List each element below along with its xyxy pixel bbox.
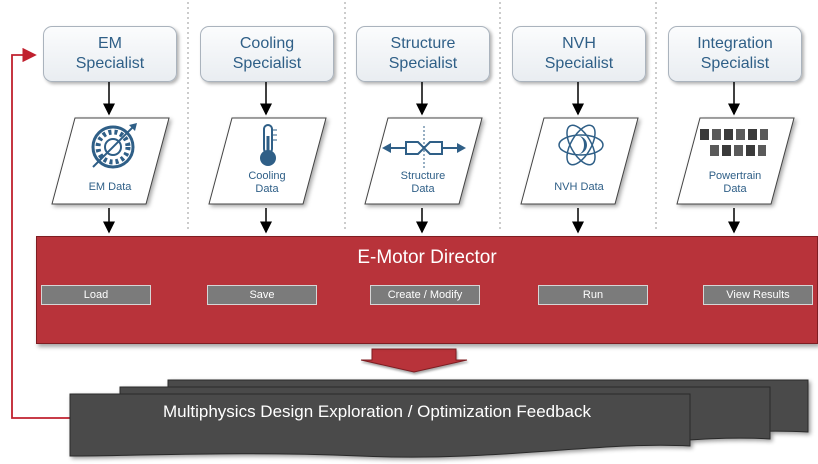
view-results-button[interactable]: View Results (703, 285, 813, 305)
nvh-data-label: NVH Data (554, 181, 604, 193)
structure-specialist-label: Structure Specialist (388, 35, 458, 72)
e-motor-director-panel: E-Motor Director Load Save Create / Modi… (36, 236, 818, 344)
em-specialist-label: EM Specialist (75, 35, 145, 72)
em-specialist-box: EM Specialist (43, 26, 177, 82)
structure-data-shape (364, 117, 483, 205)
powertrain-icon (700, 129, 768, 156)
powertrain-data-label: Powertrain Data (708, 170, 762, 195)
feedback-banner-front (69, 393, 691, 458)
feedback-label: Multiphysics Design Exploration / Optimi… (162, 402, 592, 421)
em-motor-icon (91, 123, 137, 169)
feedback-loop-arrow (11, 47, 70, 419)
director-title: E-Motor Director (357, 247, 497, 268)
thermometer-icon (260, 124, 277, 166)
structure-icon (382, 126, 466, 170)
em-data-label: EM Data (88, 181, 132, 193)
load-button[interactable]: Load (41, 285, 151, 305)
save-button[interactable]: Save (207, 285, 317, 305)
cooling-data-label: Cooling Data (248, 170, 286, 195)
nvh-specialist-box: NVH Specialist (512, 26, 646, 82)
integration-specialist-box: Integration Specialist (668, 26, 802, 82)
cooling-specialist-box: Cooling Specialist (200, 26, 334, 82)
integration-specialist-label: Integration Specialist (697, 35, 773, 72)
run-button[interactable]: Run (538, 285, 648, 305)
cooling-specialist-label: Cooling Specialist (232, 35, 302, 72)
structure-data-label: Structure Data (400, 170, 446, 195)
structure-specialist-box: Structure Specialist (356, 26, 490, 82)
nvh-specialist-label: NVH Specialist (544, 35, 614, 72)
create-modify-button[interactable]: Create / Modify (370, 285, 480, 305)
director-output-arrow (360, 348, 468, 373)
